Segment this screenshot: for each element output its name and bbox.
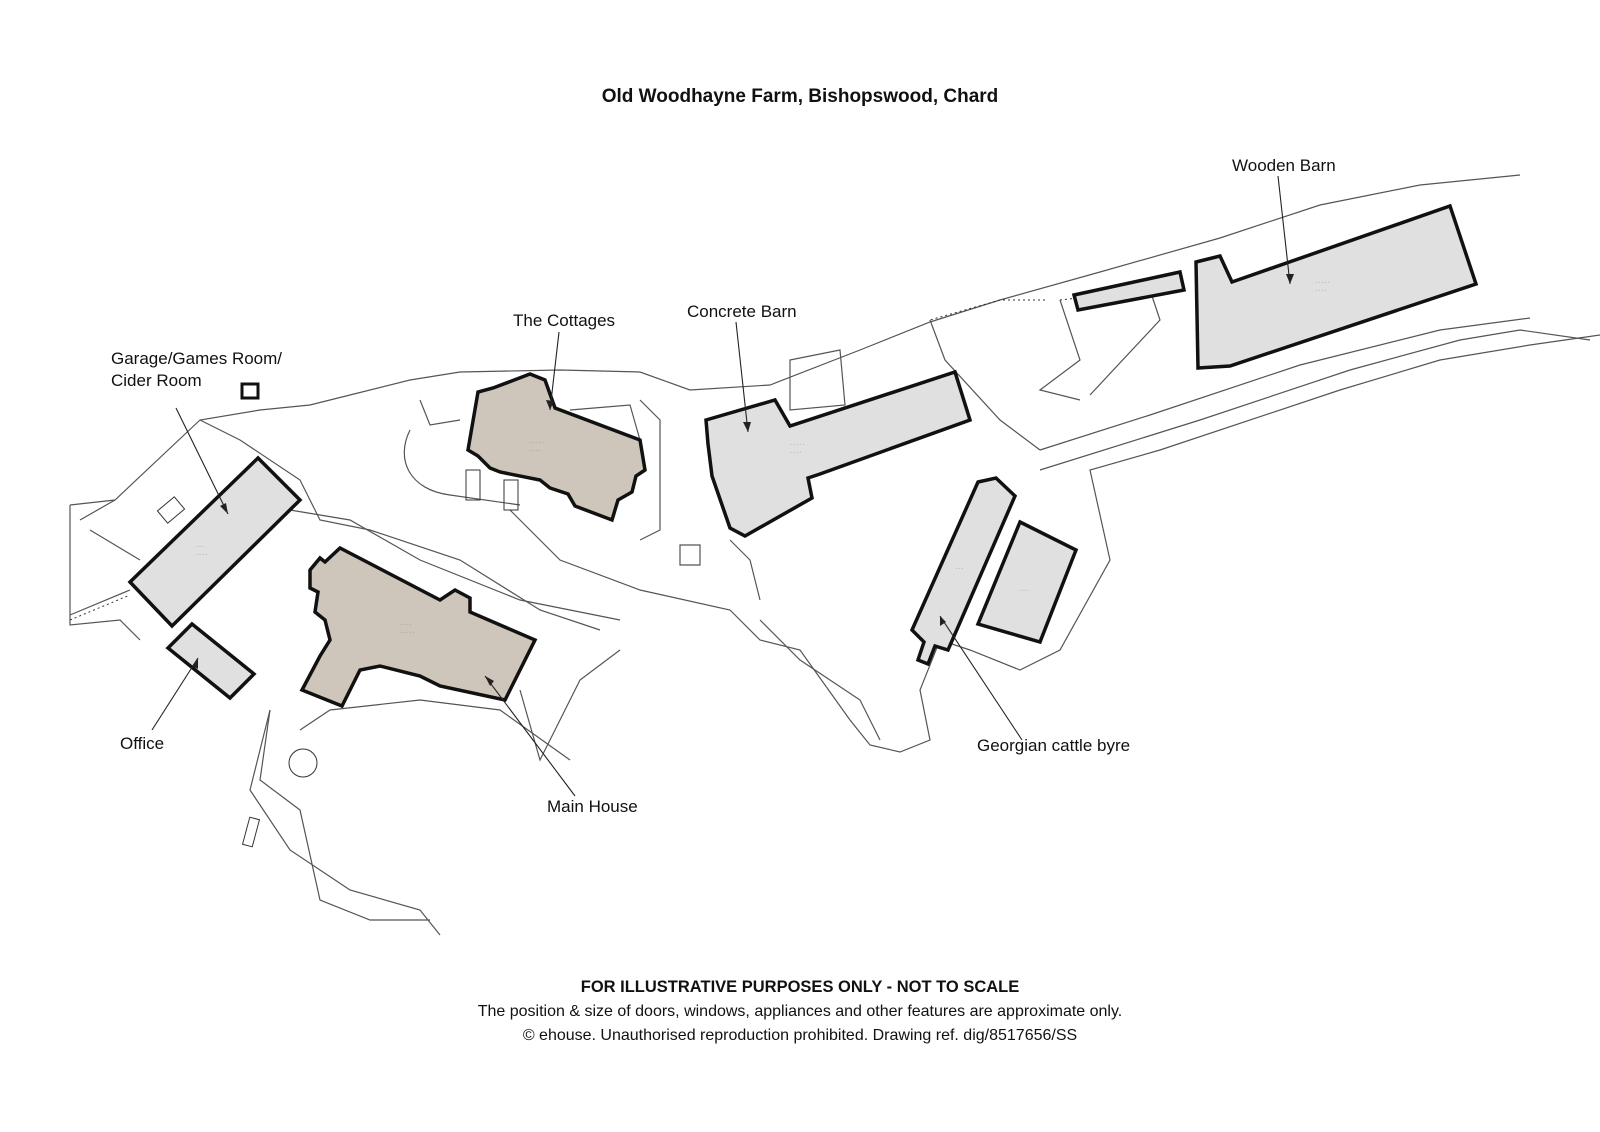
- leader-lines: [151, 175, 1291, 797]
- building-annotations: ◦ ◦ ◦ ◦ ◦ ◦ ◦ ◦ ◦ ◦ ◦ ◦ ◦ ◦ ◦ ◦ ◦ ◦ ◦ ◦ …: [196, 280, 1330, 636]
- svg-text:◦ ◦ ◦ ◦ ◦: ◦ ◦ ◦ ◦ ◦: [400, 630, 415, 636]
- office-building: [165, 621, 257, 701]
- site-features: [156, 469, 519, 848]
- georgian-byre-building: [909, 476, 1018, 667]
- svg-text:◦ ◦ ◦ ◦ ◦: ◦ ◦ ◦ ◦ ◦: [790, 442, 805, 448]
- label-garage-games-room: Garage/Games Room/ Cider Room: [111, 348, 282, 392]
- svg-text:◦ ◦ ◦: ◦ ◦ ◦: [1020, 588, 1028, 594]
- cottages-building: [466, 372, 647, 523]
- main-house-building: [299, 545, 538, 709]
- svg-text:◦ ◦ ◦ ◦: ◦ ◦ ◦ ◦: [1315, 288, 1326, 294]
- svg-text:◦ ◦ ◦ ◦: ◦ ◦ ◦ ◦: [400, 622, 411, 628]
- label-garage-line1: Garage/Games Room/: [111, 349, 283, 368]
- label-concrete-barn: Concrete Barn: [687, 302, 797, 321]
- label-garage-line2: Cider Room: [111, 371, 202, 390]
- store-building: [1071, 269, 1187, 313]
- page-title: Old Woodhayne Farm, Bishopswood, Chard: [601, 86, 999, 107]
- concrete-barn-building: [704, 369, 973, 538]
- svg-text:◦ ◦ ◦ ◦ ◦: ◦ ◦ ◦ ◦ ◦: [1315, 280, 1330, 286]
- label-georgian-cattle-byre: Georgian cattle byre: [977, 736, 1131, 755]
- svg-text:◦ ◦ ◦ ◦: ◦ ◦ ◦ ◦: [530, 448, 541, 454]
- label-main-house: Main House: [547, 797, 638, 816]
- footer-disclaimer-heading: FOR ILLUSTRATIVE PURPOSES ONLY - NOT TO …: [580, 978, 1020, 996]
- implement-shed-building: [975, 519, 1079, 645]
- footer-disclaimer-text: The position & size of doors, windows, a…: [477, 1003, 1123, 1020]
- label-office: Office: [120, 734, 165, 753]
- svg-text:◦ ◦ ◦ ◦: ◦ ◦ ◦ ◦: [196, 552, 207, 558]
- wooden-barn-building: [1194, 203, 1479, 370]
- svg-text:◦ ◦ ◦: ◦ ◦ ◦: [955, 566, 963, 572]
- footer-copyright: © ehouse. Unauthorised reproduction proh…: [522, 1027, 1078, 1044]
- garage-building: [127, 455, 303, 629]
- svg-text:◦ ◦ ◦ ◦ ◦: ◦ ◦ ◦ ◦ ◦: [530, 440, 545, 446]
- svg-text:◦ ◦ ◦ ◦: ◦ ◦ ◦ ◦: [790, 450, 801, 456]
- svg-text:◦ ◦ ◦: ◦ ◦ ◦: [196, 544, 204, 550]
- garage-small-building: [240, 382, 260, 400]
- site-boundaries: [69, 174, 1600, 936]
- label-the-cottages: The Cottages: [513, 311, 616, 330]
- label-wooden-barn: Wooden Barn: [1232, 156, 1336, 175]
- leader-arrowheads: [192, 274, 1294, 686]
